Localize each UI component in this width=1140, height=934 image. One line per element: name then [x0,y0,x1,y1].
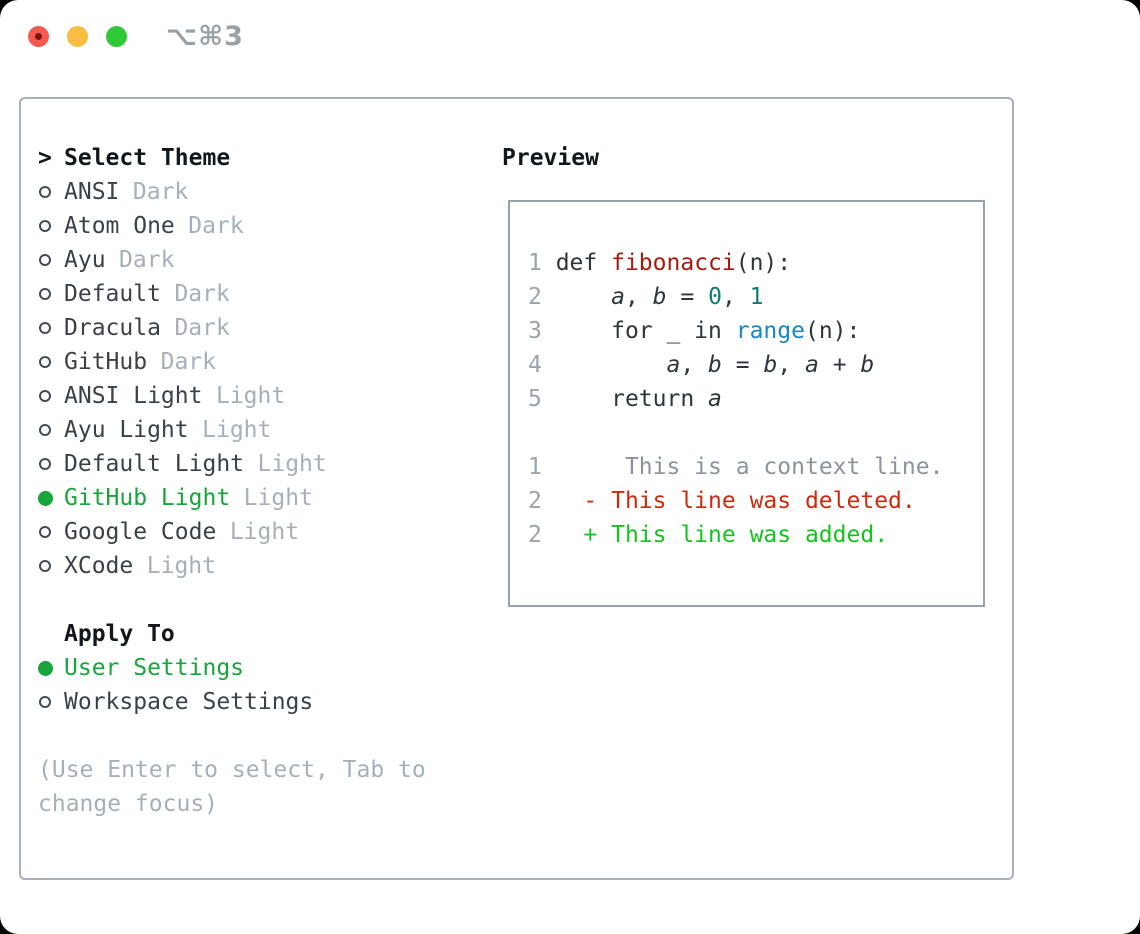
theme-name: ANSI Light [64,383,203,409]
theme-option-ayu[interactable]: Ayu Dark [38,243,426,277]
theme-name: Dracula [64,315,161,341]
code-line: 4 a, b = b, a + b [528,352,875,378]
radio-selected-icon [38,490,64,506]
theme-variant-tag: Light [229,519,300,545]
theme-variant-tag: Light [146,553,216,579]
radio-selected-icon [38,660,64,676]
preview-header: Preview [502,145,599,171]
radio-unselected-icon [38,424,64,436]
radio-unselected-icon [38,220,64,232]
radio-unselected-icon [38,458,64,470]
code-line: 2 - This line was deleted. [528,488,916,514]
apply-option-user-settings[interactable]: User Settings [38,651,426,685]
hint-line-2: change focus) [38,791,219,817]
apply-to-header-row: Apply To [38,617,426,651]
code-line [528,416,983,450]
apply-option-label: Workspace Settings [64,689,314,715]
zoom-button[interactable] [106,26,127,47]
theme-name: Default [64,281,161,307]
theme-name: XCode [64,553,134,579]
code-line: 1 def fibonacci(n): [528,250,792,276]
theme-variant-tag: Dark [188,213,244,239]
theme-variant-tag: Light [257,451,327,477]
radio-unselected-icon [38,560,64,572]
theme-option-dracula[interactable]: Dracula Dark [38,311,426,345]
radio-unselected-icon [38,288,64,300]
radio-unselected-icon [38,254,64,266]
cursor-chevron-icon: > [38,145,52,171]
code-line: 3 for _ in range(n): [528,318,861,344]
preview-pane: 1 def fibonacci(n): 2 a, b = 0, 1 3 for _ … [508,200,985,607]
theme-option-default-light[interactable]: Default Light Light [38,447,426,481]
apply-option-workspace-settings[interactable]: Workspace Settings [38,685,426,719]
spacer [38,719,426,753]
radio-unselected-icon [38,356,64,368]
close-button[interactable] [28,26,49,47]
theme-variant-tag: Light [243,485,313,511]
theme-option-atom-one[interactable]: Atom One Dark [38,209,426,243]
theme-variant-tag: Light [202,417,272,443]
theme-name: Atom One [64,213,175,239]
code-line: 2 a, b = 0, 1 [528,284,764,310]
theme-variant-tag: Dark [132,179,189,205]
theme-option-github-light[interactable]: GitHub Light Light [38,481,426,515]
theme-option-default[interactable]: Default Dark [38,277,426,311]
radio-unselected-icon [38,390,64,402]
radio-unselected-icon [38,322,64,334]
theme-option-ayu-light[interactable]: Ayu Light Light [38,413,426,447]
radio-unselected-icon [38,186,64,198]
apply-option-label: User Settings [64,655,245,681]
window-title-shortcut: ⌥⌘3 [166,21,244,52]
code-line: 2 + This line was added. [528,522,889,548]
theme-option-ansi[interactable]: ANSI Dark [38,175,426,209]
theme-name: GitHub [64,349,148,375]
theme-name: Default Light [64,451,245,477]
titlebar [28,26,127,47]
theme-name: ANSI [64,179,120,205]
theme-name: Ayu [64,247,106,273]
theme-option-ansi-light[interactable]: ANSI Light Light [38,379,426,413]
radio-unselected-icon [38,696,64,708]
theme-variant-tag: Dark [119,247,175,273]
select-theme-header: Select Theme [64,145,231,171]
code-line: 1 This is a context line. [528,454,944,480]
select-theme-header-row: > Select Theme [38,141,426,175]
minimize-button[interactable] [67,26,88,47]
hint-line-1: (Use Enter to select, Tab to [38,757,426,783]
theme-variant-tag: Dark [160,349,216,375]
apply-to-header: Apply To [64,621,175,647]
theme-option-github[interactable]: GitHub Dark [38,345,426,379]
theme-variant-tag: Light [215,383,286,409]
code-line: 5 return a [528,386,722,412]
spacer [38,583,426,617]
theme-variant-tag: Dark [174,315,230,341]
theme-variant-tag: Dark [174,281,230,307]
code-preview: 1 def fibonacci(n): 2 a, b = 0, 1 3 for _ … [510,202,983,552]
traffic-lights [28,26,127,47]
theme-name: Google Code [64,519,217,545]
theme-option-xcode[interactable]: XCode Light [38,549,426,583]
theme-name: Ayu Light [64,417,189,443]
theme-name: GitHub Light [64,485,231,511]
radio-unselected-icon [38,526,64,538]
theme-option-google-code[interactable]: Google Code Light [38,515,426,549]
